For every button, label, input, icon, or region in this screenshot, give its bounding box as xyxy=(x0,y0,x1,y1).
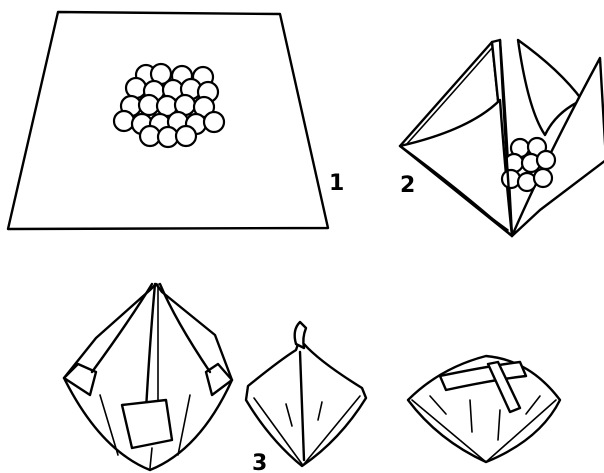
ball xyxy=(534,169,552,187)
ball xyxy=(502,170,520,188)
ball-pile-inside xyxy=(502,138,555,191)
ball xyxy=(176,126,196,146)
front-pocket xyxy=(122,400,172,448)
step-2-corners-lifted: 2 xyxy=(400,40,604,236)
ball xyxy=(114,111,134,131)
ball xyxy=(204,112,224,132)
ball xyxy=(126,78,146,98)
step-3-gathering xyxy=(64,284,232,470)
bundle-body xyxy=(246,344,366,466)
step-1-flat-cloth: 1 xyxy=(8,12,344,229)
top-knot xyxy=(295,322,306,348)
step-number-2: 2 xyxy=(400,173,415,198)
ball xyxy=(537,151,555,169)
step-3-tied-bundle: 3 xyxy=(246,322,366,473)
step-number-3: 3 xyxy=(252,451,267,473)
step-3-finished-bundle xyxy=(408,356,560,462)
step-number-1: 1 xyxy=(329,171,344,196)
